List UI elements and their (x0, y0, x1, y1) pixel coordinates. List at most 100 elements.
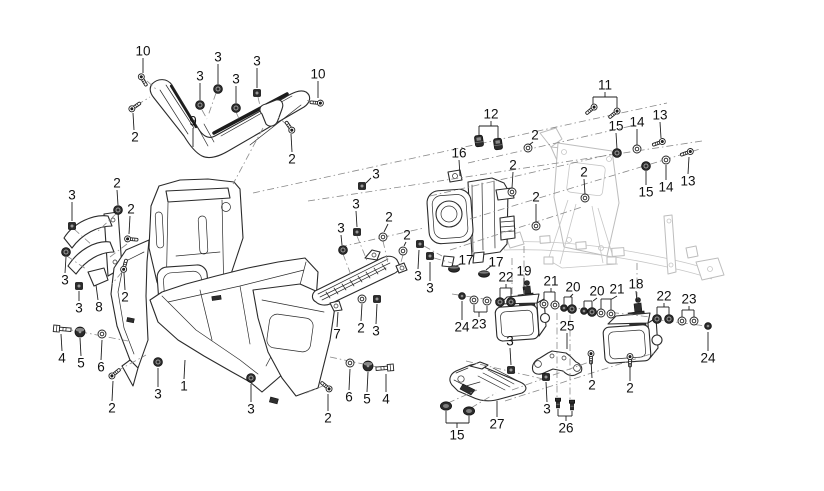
leader-line (528, 141, 534, 146)
fastener-washer-icon (523, 143, 533, 153)
fastener-sqnut-icon (358, 182, 366, 190)
callout-14: 14 (658, 180, 674, 195)
fastener-clamp-icon (473, 134, 485, 148)
fastener-nut-icon (213, 84, 223, 94)
callout-2: 2 (531, 128, 539, 143)
fastener-bolt-icon (107, 366, 123, 381)
fastener-washer-icon (482, 296, 492, 306)
assembly-axis-line (97, 212, 118, 232)
fastener-washer-icon (97, 329, 107, 339)
leader-line (583, 178, 586, 195)
leader-line (458, 159, 461, 177)
fastener-bolt-icon (583, 102, 599, 117)
callout-3: 3 (75, 301, 83, 316)
fastener-bolt-icon (127, 99, 143, 114)
callout-2: 2 (626, 381, 634, 396)
assembly-axis-line (252, 102, 668, 194)
fastener-sqnut-icon (542, 373, 550, 381)
callout-3: 3 (247, 402, 255, 417)
callout-leader-lines (60, 58, 709, 428)
leader-line (116, 189, 119, 206)
leader-line (183, 359, 186, 380)
leader-line (340, 234, 343, 246)
callout-3: 3 (543, 402, 551, 417)
callout-3: 3 (196, 69, 204, 84)
fastener-grommet-icon (478, 270, 490, 278)
fastener-stud-icon (569, 399, 575, 411)
callout-11: 11 (598, 78, 612, 93)
leader-line (611, 295, 618, 300)
assembly-axis-line (207, 92, 217, 117)
fastener-washer-icon (469, 295, 479, 305)
callout-21: 21 (609, 282, 624, 297)
callout-23: 23 (681, 292, 696, 307)
callout-2: 2 (324, 411, 332, 426)
callout-9: 9 (189, 114, 197, 129)
callout-2: 2 (532, 190, 540, 205)
leader-line (355, 210, 358, 228)
assembly-axis-line (116, 354, 147, 372)
callout-17: 17 (488, 255, 503, 270)
leader-line (592, 297, 598, 302)
callout-15: 15 (638, 185, 653, 200)
callout-4: 4 (382, 392, 390, 407)
fastener-washer-icon (539, 299, 549, 309)
leader-line (590, 359, 593, 379)
callout-22: 22 (656, 289, 671, 304)
fastener-bolt-icon (136, 72, 150, 88)
assembly-axis-line (449, 206, 583, 251)
callout-10: 10 (310, 67, 325, 82)
callout-27: 27 (489, 417, 504, 432)
callout-3: 3 (214, 50, 222, 65)
fastener-sqnut-icon (426, 252, 434, 260)
leader-line (290, 133, 293, 153)
callout-6: 6 (97, 360, 105, 375)
callout-2: 2 (108, 401, 116, 416)
callout-2: 2 (580, 165, 588, 180)
leader-line (659, 121, 662, 139)
assembly-axis-line (111, 271, 123, 285)
beak-mount-ear (259, 99, 284, 127)
callout-22: 22 (498, 270, 513, 285)
callout-2: 2 (127, 202, 135, 217)
fastener-sqnut-icon (353, 228, 361, 236)
callout-24: 24 (700, 351, 716, 366)
callout-3: 3 (61, 273, 69, 288)
leader-line (615, 132, 618, 150)
fastener-bolt-icon (679, 147, 695, 159)
assembly-axis-line (429, 153, 613, 197)
assembly-axis-line (109, 243, 128, 258)
fastener-bolt-icon (309, 98, 325, 107)
leader-line (635, 290, 638, 303)
fastener-nut-icon (231, 103, 241, 113)
callout-15: 15 (449, 428, 464, 443)
assembly-axis-line (651, 318, 707, 327)
fastener-nut-icon (567, 304, 577, 314)
fastener-nut-icon (246, 373, 256, 383)
leader-line (383, 223, 389, 233)
callout-2: 2 (113, 176, 121, 191)
fastener-bolth-icon (52, 324, 72, 334)
fastener-pad-icon (462, 406, 476, 416)
callout-13: 13 (652, 108, 667, 123)
fastener-nut-icon (641, 161, 651, 171)
fastener-screwd-icon (704, 322, 712, 330)
assembly-axis-line (307, 140, 703, 202)
fastener-sqnut-icon (507, 366, 515, 374)
leader-line (403, 241, 407, 247)
leader-line (545, 381, 548, 403)
leader-line (132, 112, 135, 131)
assembly-axis-line (146, 80, 158, 91)
fastener-gromnut-icon (74, 326, 86, 338)
callout-8: 8 (95, 300, 103, 315)
part-headlight-guard-bracket (449, 361, 527, 402)
fastener-nut-icon (61, 247, 71, 257)
callout-2: 2 (385, 210, 393, 225)
fastener-bolt-icon (123, 235, 139, 244)
callout-1: 1 (180, 379, 188, 394)
assembly-axis-line (470, 392, 497, 409)
callout-3: 3 (352, 197, 360, 212)
fastener-screwd-icon (580, 307, 588, 315)
